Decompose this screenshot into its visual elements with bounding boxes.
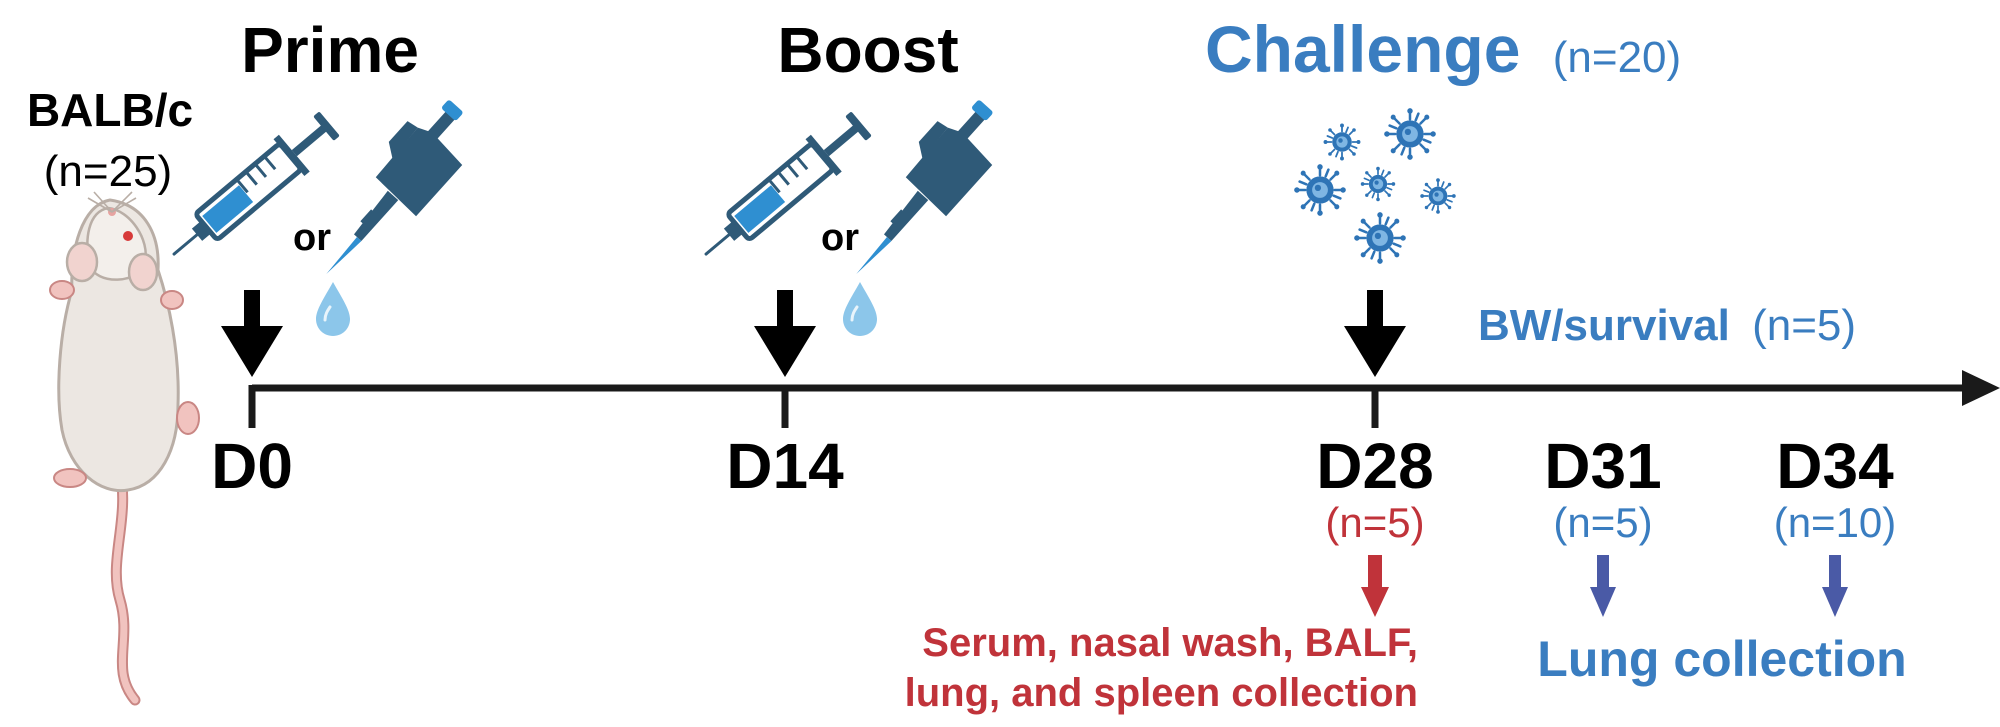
prime-or-label: or bbox=[293, 217, 331, 259]
day-label-d14: D14 bbox=[726, 430, 844, 502]
virus-icon bbox=[1382, 106, 1438, 162]
day-label-d31: D31 bbox=[1544, 430, 1661, 502]
d31-collection-arrow bbox=[1590, 555, 1616, 617]
mouse-icon bbox=[49, 191, 200, 706]
d28-collection-line1: Serum, nasal wash, BALF, bbox=[922, 621, 1418, 665]
virus-icon bbox=[1322, 122, 1362, 162]
challenge-label: Challenge bbox=[1205, 12, 1520, 86]
count-d31: (n=5) bbox=[1553, 499, 1652, 546]
d28-collection-arrow bbox=[1361, 555, 1389, 617]
bw-survival-count: (n=5) bbox=[1752, 301, 1856, 350]
boost-or-label: or bbox=[821, 217, 859, 259]
timeline-arrowhead bbox=[1962, 370, 2000, 406]
strain-label: BALB/c bbox=[27, 84, 193, 136]
day-label-d34: D34 bbox=[1776, 430, 1894, 502]
count-d28: (n=5) bbox=[1325, 499, 1424, 546]
virus-cluster bbox=[1292, 106, 1457, 266]
boost-title: Boost bbox=[777, 14, 958, 86]
virus-icon bbox=[1352, 210, 1408, 266]
bw-survival-label: BW/survival (n=5) bbox=[1478, 301, 1856, 350]
virus-icon bbox=[1419, 177, 1457, 215]
prime-droplet-icon bbox=[314, 280, 352, 338]
d34-collection-arrow bbox=[1822, 555, 1848, 617]
prime-title: Prime bbox=[241, 14, 419, 86]
lung-collection-label: Lung collection bbox=[1537, 631, 1906, 687]
strain-count: (n=25) bbox=[44, 147, 172, 196]
count-d34: (n=10) bbox=[1774, 499, 1897, 546]
challenge-down-arrow bbox=[1344, 290, 1406, 377]
day-label-d28: D28 bbox=[1316, 430, 1433, 502]
virus-icon bbox=[1292, 162, 1348, 218]
d28-collection-line2: lung, and spleen collection bbox=[905, 671, 1418, 715]
boost-down-arrow bbox=[754, 290, 816, 377]
bw-survival-text: BW/survival bbox=[1478, 301, 1730, 350]
boost-droplet-icon bbox=[841, 280, 879, 338]
prime-down-arrow bbox=[221, 290, 283, 377]
challenge-count: (n=20) bbox=[1553, 33, 1681, 82]
day-label-d0: D0 bbox=[211, 430, 293, 502]
virus-icon bbox=[1359, 165, 1397, 203]
challenge-title: Challenge (n=20) bbox=[1205, 12, 1681, 86]
